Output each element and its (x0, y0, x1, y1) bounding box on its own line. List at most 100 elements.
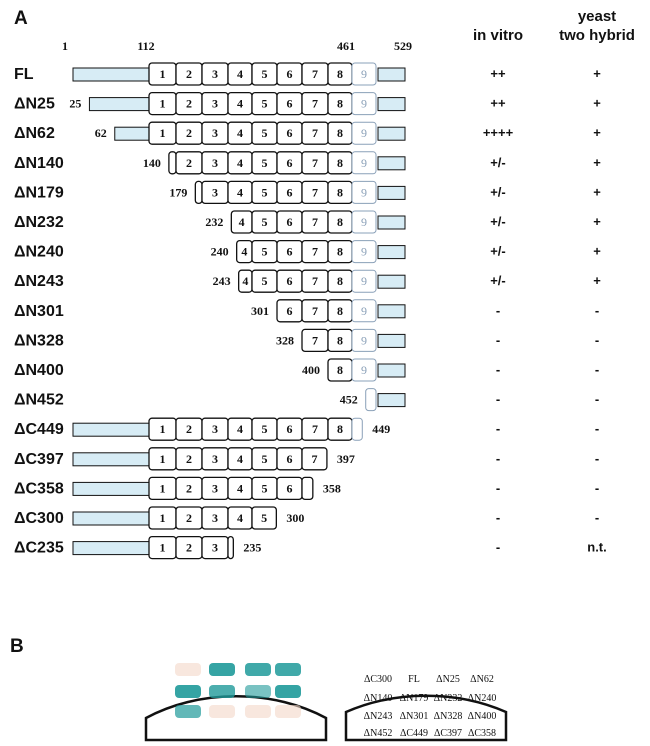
domain-number: 7 (312, 304, 318, 318)
domain-number: 4 (237, 126, 243, 140)
c-terminal-bar (377, 185, 406, 200)
domain-number: 9 (361, 185, 367, 199)
domain-number: 7 (312, 97, 318, 111)
domain-number: 9 (361, 333, 367, 347)
plate-key-outline (344, 694, 508, 742)
in-vitro-result: - (496, 303, 500, 318)
plate-key-label: ΔN240 (468, 693, 497, 704)
yeast-result: - (595, 303, 599, 318)
plate-key-label: ΔN243 (364, 711, 393, 722)
yeast-result: + (593, 155, 601, 170)
construct-name: ΔN328 (14, 332, 64, 349)
domain-number: 2 (186, 511, 192, 525)
domain-number: 1 (160, 452, 166, 466)
construct-name: ΔN301 (14, 303, 64, 320)
domain-number: 8 (337, 185, 343, 199)
yeast-result: + (593, 125, 601, 140)
domain-box (227, 535, 234, 560)
domain-number: 4 (237, 97, 243, 111)
construct-name: ΔC449 (14, 421, 64, 438)
construct-name: ΔN179 (14, 184, 64, 201)
colony-spot (175, 685, 201, 698)
position-label: 301 (251, 304, 269, 318)
plate-key-label: ΔN62 (470, 674, 494, 685)
construct-name: ΔN25 (14, 96, 55, 113)
position-label: 397 (337, 452, 355, 466)
position-label: 452 (340, 393, 358, 407)
c-terminal-bar (377, 245, 406, 260)
c-terminal-bar (377, 97, 406, 112)
yeast-result: + (593, 244, 601, 259)
colony-spot (209, 685, 235, 698)
position-label: 62 (95, 126, 107, 140)
in-vitro-result: - (496, 451, 500, 466)
plate-key-label: ΔN25 (436, 674, 460, 685)
plate-key-label: ΔC397 (434, 728, 462, 739)
in-vitro-result: ++ (490, 66, 506, 81)
in-vitro-result: +/- (490, 184, 506, 199)
domain-number: 4 (237, 185, 243, 199)
n-terminal-bar (72, 67, 150, 82)
domain-number: 5 (262, 185, 268, 199)
colony-spot (275, 663, 301, 676)
domain-number: 1 (160, 97, 166, 111)
position-label: 243 (213, 274, 231, 288)
domain-number: 7 (312, 126, 318, 140)
scale-label-461: 461 (337, 39, 355, 53)
domain-number: 9 (361, 274, 367, 288)
domain-box (168, 151, 177, 175)
domain-number: 5 (262, 274, 268, 288)
construct-name: FL (14, 66, 34, 83)
domain-number: 7 (312, 274, 318, 288)
construct-name: ΔC358 (14, 480, 64, 497)
in-vitro-result: ++++ (483, 125, 514, 140)
domain-number: 5 (262, 245, 268, 259)
domain-box (301, 447, 328, 471)
domain-box (351, 269, 377, 293)
in-vitro-result: - (496, 540, 500, 555)
in-vitro-result: +/- (490, 244, 506, 259)
domain-number: 6 (287, 452, 293, 466)
domain-number: 8 (337, 126, 343, 140)
domain-number: 1 (160, 67, 166, 81)
in-vitro-result: - (496, 421, 500, 436)
position-label: 25 (69, 97, 81, 111)
domain-number: 7 (312, 245, 318, 259)
construct-name: ΔN400 (14, 362, 64, 379)
domain-number: 8 (337, 245, 343, 259)
domain-number: 6 (287, 97, 293, 111)
domain-number: 6 (287, 274, 293, 288)
domain-number: 6 (287, 304, 293, 318)
domain-number: 6 (287, 185, 293, 199)
c-terminal-bar (377, 67, 406, 82)
construct-name: ΔN452 (14, 392, 64, 409)
domain-number: 7 (312, 185, 318, 199)
in-vitro-result: +/- (490, 214, 506, 229)
yeast-result: - (595, 392, 599, 407)
domain-number: 1 (160, 126, 166, 140)
colony-spot (275, 705, 301, 718)
domain-number: 9 (361, 126, 367, 140)
domain-number: 5 (262, 67, 268, 81)
domain-box (301, 476, 314, 501)
domain-number: 3 (212, 511, 218, 525)
domain-number: 2 (186, 97, 192, 111)
yeast-result: - (595, 451, 599, 466)
position-label: 300 (286, 511, 304, 525)
domain-number: 9 (361, 304, 367, 318)
domain-box (351, 62, 377, 86)
domain-box (351, 417, 363, 441)
domain-number: 2 (186, 156, 192, 170)
c-terminal-bar (377, 274, 406, 289)
assay-plate-photo (144, 663, 328, 742)
domain-number: 4 (242, 274, 248, 288)
